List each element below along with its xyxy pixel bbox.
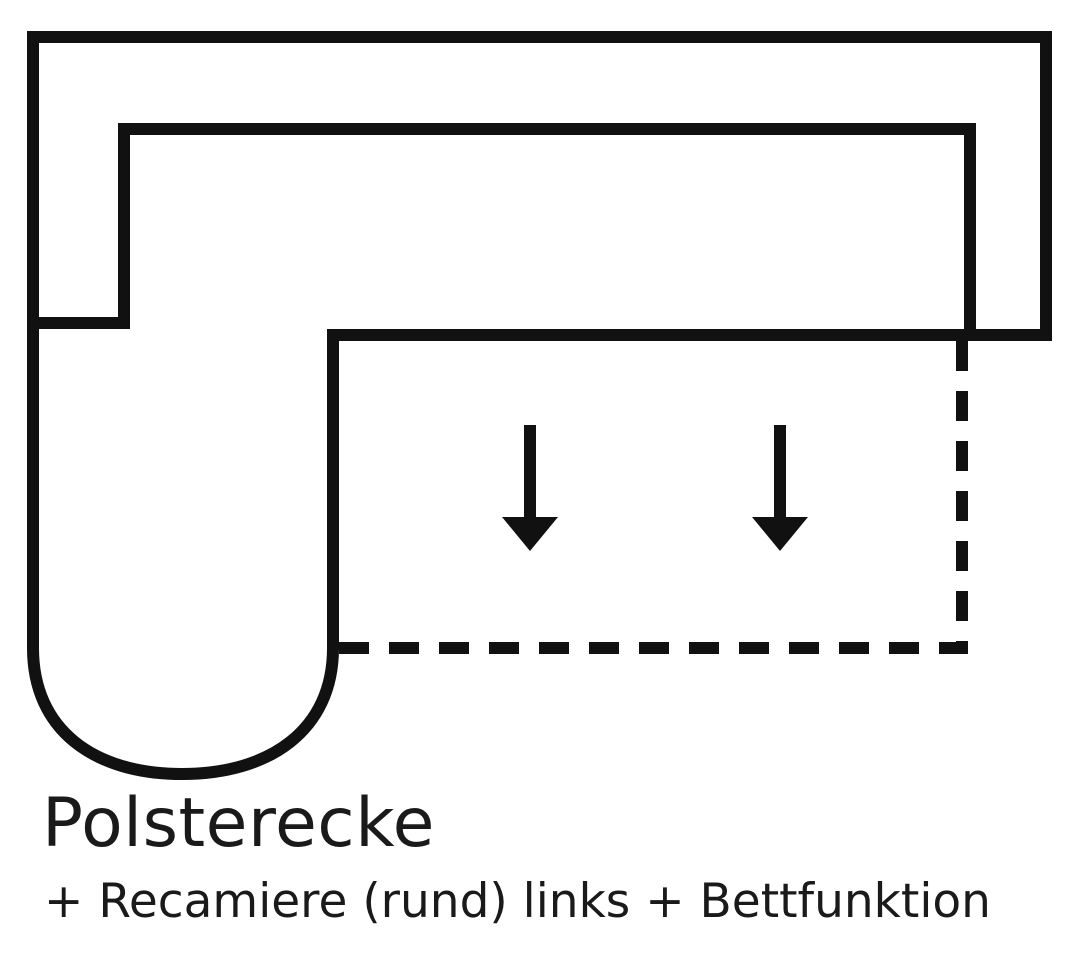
sofa-outline xyxy=(27,31,1052,781)
arrow-down-icon xyxy=(502,425,558,551)
diagram-title: Polsterecke xyxy=(42,784,435,863)
bed-extension-outline xyxy=(333,341,968,654)
diagram-subtitle: + Recamiere (rund) links + Bettfunktion xyxy=(44,874,991,929)
arrow-down-icon xyxy=(752,425,808,551)
backrest-line xyxy=(33,123,976,335)
